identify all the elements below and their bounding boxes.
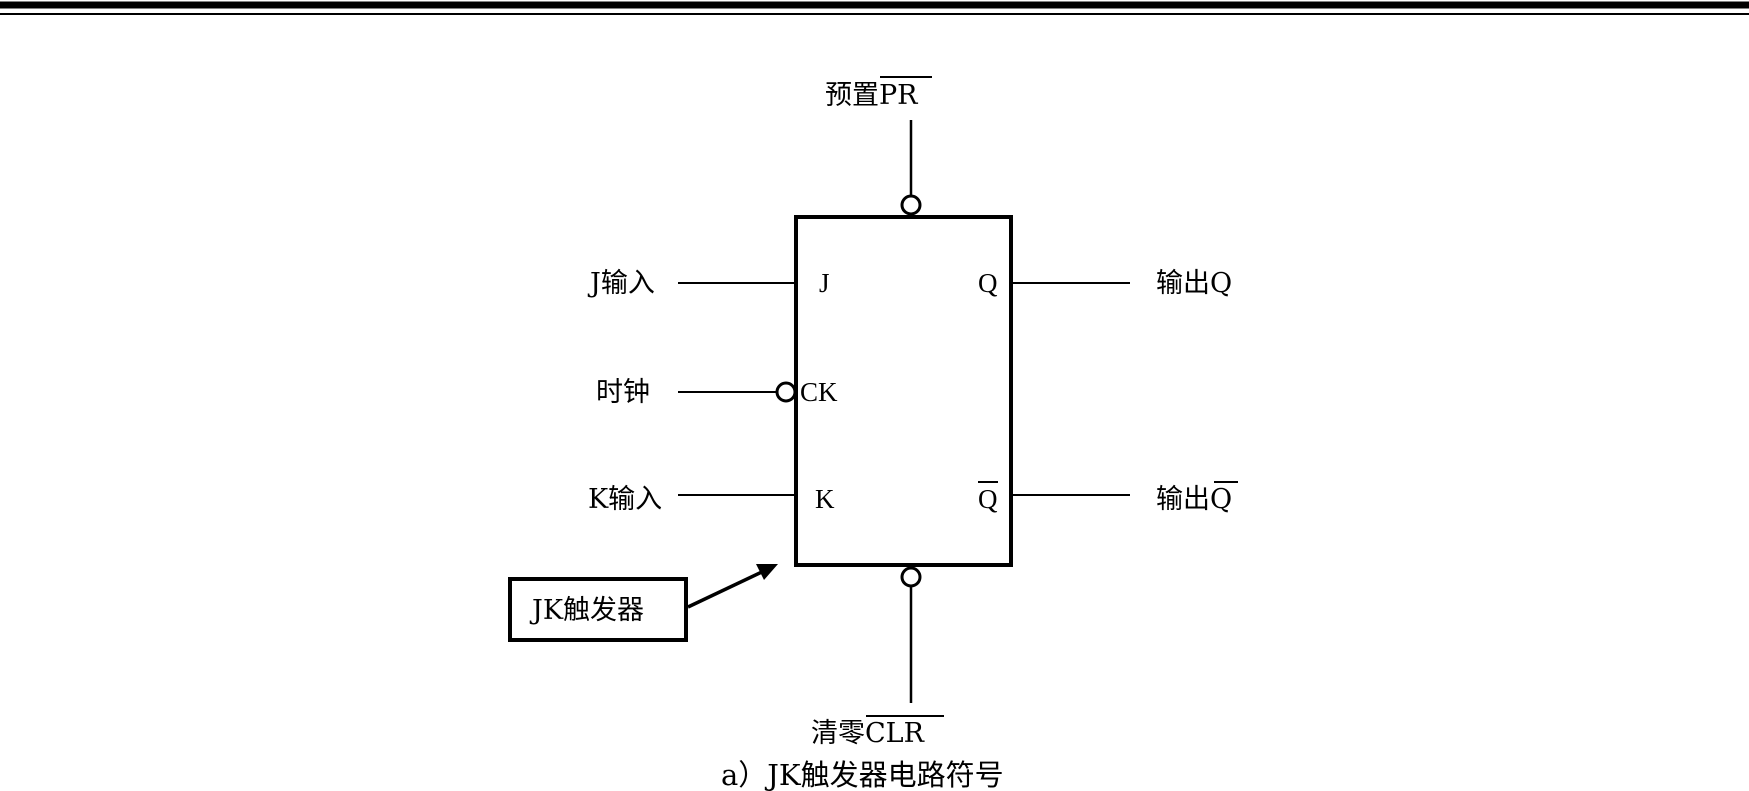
pin-j: J — [819, 268, 830, 298]
clear-label-text: 清零 — [811, 718, 865, 749]
clear-bubble — [900, 566, 922, 588]
preset-label: 预置PR — [825, 80, 918, 111]
callout-label: JK触发器 — [529, 595, 644, 626]
pin-k: K — [815, 484, 835, 514]
pin-qbar: Q — [978, 484, 998, 514]
k-input-label: K输入 — [588, 484, 662, 515]
output-q-label: 输出Q — [1156, 268, 1232, 299]
clock-bubble — [775, 381, 797, 403]
callout-arrow-head — [756, 564, 778, 580]
j-input-label: J输入 — [587, 268, 655, 299]
pin-ck: CK — [800, 377, 838, 407]
output-qbar-label: 输出Q — [1156, 484, 1232, 515]
clock-label: 时钟 — [596, 377, 650, 408]
preset-label-signal: PR — [879, 80, 918, 111]
output-qbar-signal: Q — [1210, 484, 1232, 515]
figure-caption: a）JK触发器电路符号 — [721, 758, 1004, 791]
clear-label-signal: CLR — [865, 718, 925, 749]
pin-q: Q — [978, 268, 998, 298]
preset-bubble — [900, 194, 922, 216]
callout-arrow-shaft — [687, 569, 765, 609]
callout-box — [508, 577, 688, 642]
output-qbar-text: 输出 — [1156, 484, 1210, 515]
preset-label-text: 预置 — [825, 80, 879, 111]
clear-label: 清零CLR — [811, 718, 925, 749]
